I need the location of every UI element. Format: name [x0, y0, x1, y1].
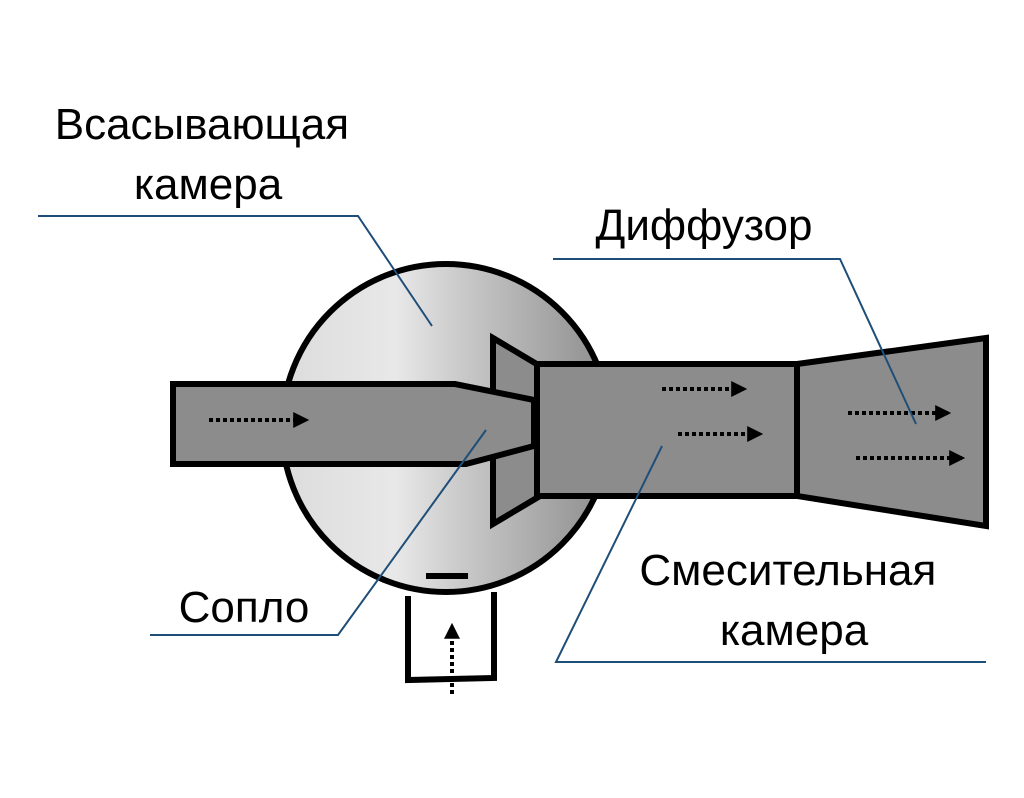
label-mixing-chamber-line2: камера	[720, 606, 869, 655]
label-diffuser-line1: Диффузор	[596, 201, 813, 250]
label-suction-chamber-line1: Всасывающая	[55, 100, 349, 149]
label-mixing-chamber: Смесительная камера	[639, 546, 948, 655]
nozzle	[170, 381, 537, 467]
label-nozzle-line1: Сопло	[179, 583, 310, 632]
leader-mixing-chamber	[554, 445, 986, 663]
label-nozzle: Сопло	[179, 583, 310, 632]
label-diffuser: Диффузор	[596, 201, 813, 250]
label-suction-chamber: Всасывающая камера	[55, 100, 362, 209]
mixing-chamber	[534, 361, 800, 499]
leader-suction-chamber	[38, 215, 433, 327]
leader-diffuser	[553, 258, 917, 425]
leader-nozzle	[150, 429, 487, 636]
flow-arrows	[209, 381, 966, 694]
diffuser	[794, 334, 989, 530]
leader-lines	[38, 215, 986, 663]
label-suction-chamber-line2: камера	[134, 160, 283, 209]
label-mixing-chamber-line1: Смесительная	[639, 546, 936, 595]
